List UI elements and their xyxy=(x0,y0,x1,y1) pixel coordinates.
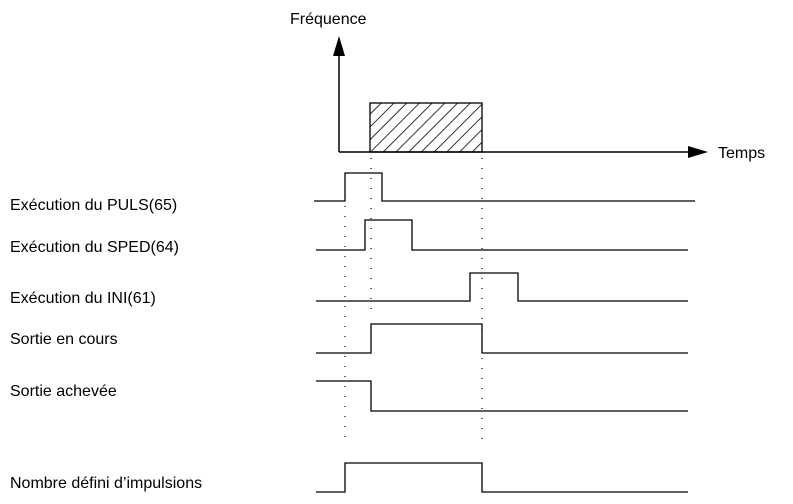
waveform-output-in-progress xyxy=(316,323,688,354)
x-axis-label: Temps xyxy=(718,145,765,162)
signal-label-output-in-progress: Sortie en cours xyxy=(10,331,118,348)
output-frequency-block xyxy=(369,102,483,153)
waveform-puls xyxy=(314,172,695,202)
waveform-ini xyxy=(316,272,688,302)
signal-waveforms xyxy=(314,172,695,493)
signal-labels: Exécution du PULS(65) Exécution du SPED(… xyxy=(10,197,202,492)
waveform-pulse-count-set xyxy=(316,462,688,493)
waveform-output-complete xyxy=(316,380,688,412)
frequency-time-axes: Fréquence Temps xyxy=(290,11,765,162)
x-axis-arrowhead xyxy=(688,146,708,158)
timing-guides xyxy=(344,158,483,445)
signal-label-ini: Exécution du INI(61) xyxy=(10,290,156,307)
signal-label-puls: Exécution du PULS(65) xyxy=(10,197,177,214)
signal-label-pulse-count-set: Nombre défini d’impulsions xyxy=(10,475,202,492)
waveform-sped xyxy=(316,219,688,251)
signal-label-sped: Exécution du SPED(64) xyxy=(10,239,179,256)
signal-label-output-complete: Sortie achevée xyxy=(10,383,117,400)
y-axis-label: Fréquence xyxy=(290,11,367,28)
y-axis-arrowhead xyxy=(333,36,345,56)
